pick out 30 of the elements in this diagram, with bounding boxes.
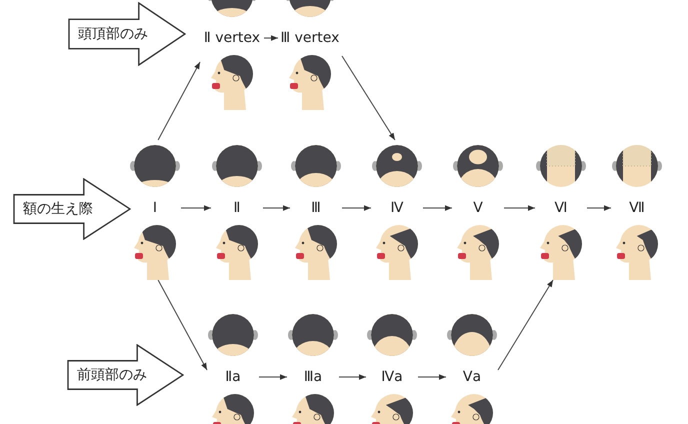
stage-label: Ⅱa [224, 368, 242, 386]
arrow-label: 前頭部のみ [77, 366, 147, 384]
arrow [180, 205, 212, 211]
arrow [158, 280, 208, 371]
stage-label: Ⅴ [472, 199, 484, 217]
stage-label: Ⅲa [302, 368, 324, 386]
stage-label: Ⅳ [390, 199, 404, 217]
arrow [158, 61, 200, 140]
stage-label: Ⅵ [554, 199, 568, 217]
stage-label: Ⅲ [310, 199, 322, 217]
stage-label: Ⅱ vertex [202, 29, 262, 47]
stage-label: Ⅰ [152, 199, 158, 217]
arrow [262, 205, 290, 211]
arrow [342, 205, 372, 211]
stage-label: Ⅶ [628, 199, 646, 217]
arrow [586, 205, 612, 211]
arrow [422, 205, 452, 211]
stage-label: Ⅴa [462, 368, 482, 386]
arrow-label: 額の生え際 [23, 200, 93, 218]
stage-label: Ⅱ [232, 199, 242, 217]
stage-label: Ⅳa [380, 368, 404, 386]
arrow [504, 205, 536, 211]
arrow [342, 55, 396, 140]
arrow [258, 374, 288, 380]
arrow [264, 35, 278, 41]
arrow [418, 374, 446, 380]
arrow [498, 280, 554, 371]
arrow-label: 頭頂部のみ [78, 25, 148, 43]
arrow [338, 374, 366, 380]
stage-label: Ⅲ vertex [280, 29, 340, 47]
